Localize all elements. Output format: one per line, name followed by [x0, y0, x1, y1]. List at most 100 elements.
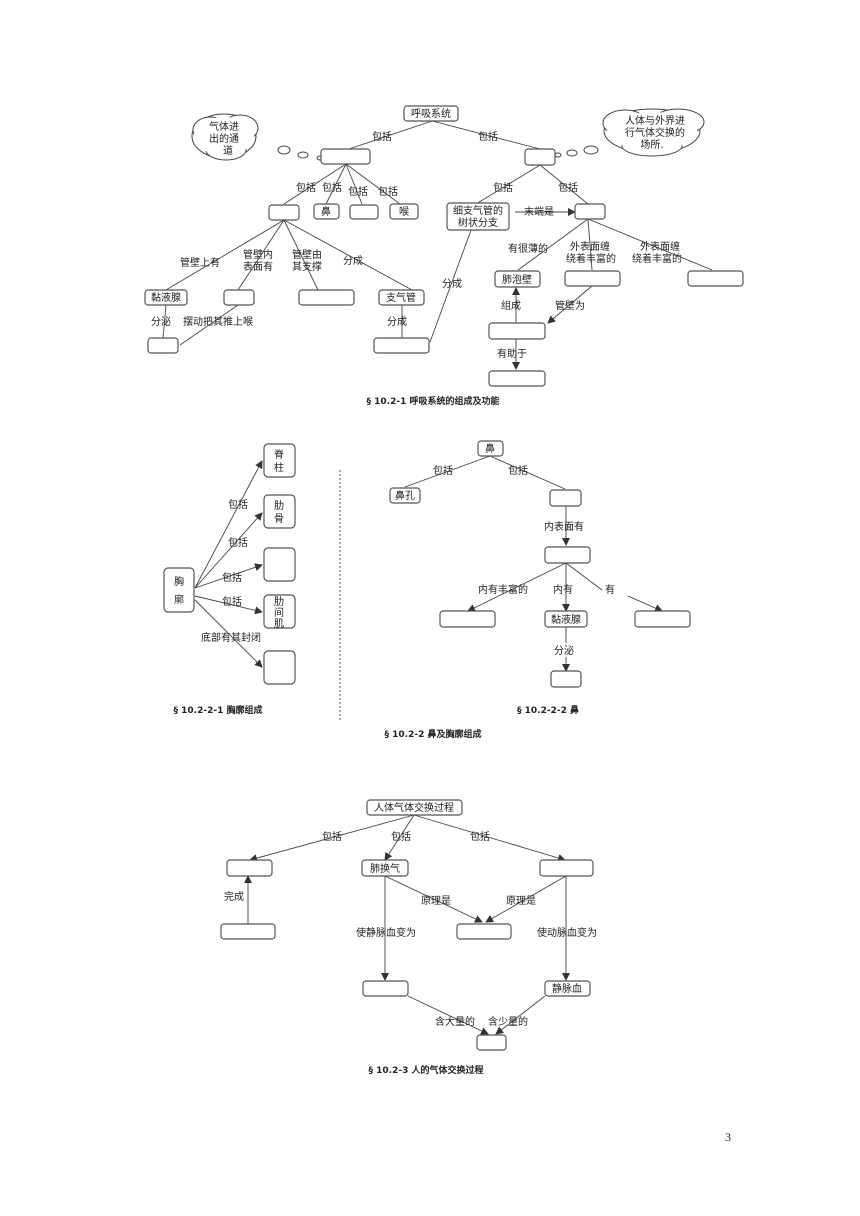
- edge-line: [345, 120, 433, 151]
- blank-box-airway[interactable]: [320, 148, 371, 165]
- figure-caption: § 10.2-1 呼吸系统的组成及功能: [367, 395, 500, 407]
- arrow-principle: [384, 875, 483, 923]
- blank-box-nasal-cavity[interactable]: [549, 489, 582, 507]
- blank-box-mucosa[interactable]: [544, 546, 591, 564]
- cloud-right: 人体与外界进 行气体交换的 场所.: [554, 108, 705, 158]
- edge-label-include: 包括: [222, 595, 242, 608]
- edge-label-surround-1: 外表面缠: [640, 240, 680, 253]
- blank-box-tissue-exchange[interactable]: [539, 859, 594, 877]
- edge-label-inner-2: 表面有: [243, 260, 273, 273]
- edge-label-surround-1: 外表面缠: [570, 240, 610, 253]
- edge-label-much: 含大量的: [435, 1015, 475, 1028]
- node-lung-exchange: 肺换气: [361, 859, 409, 877]
- blank-box-pharynx[interactable]: [349, 204, 379, 220]
- node-bronchus: 支气管: [378, 289, 425, 306]
- blank-box-arterial-blood[interactable]: [362, 980, 409, 997]
- node-label-line-1: 胸: [174, 575, 184, 588]
- edge-line: [345, 163, 363, 205]
- node-label-line-2: 树状分支: [458, 216, 498, 229]
- node-nostril: 鼻孔: [389, 487, 421, 504]
- blank-box-respiratory-movement[interactable]: [220, 923, 276, 940]
- edge-label-include: 包括: [372, 130, 392, 143]
- edge-label-has: 有: [605, 583, 615, 596]
- edge-line: [283, 219, 413, 291]
- arrow-include: [413, 814, 566, 862]
- edge-line: [237, 219, 285, 291]
- blank-box-mucus[interactable]: [550, 670, 582, 688]
- node-label: 呼吸系统: [411, 107, 451, 120]
- blank-box-lung-ventilation[interactable]: [226, 859, 273, 877]
- edge-label-secrete: 分泌: [151, 315, 171, 328]
- blank-box-capillaries[interactable]: [439, 610, 496, 628]
- arrow-include: [384, 814, 415, 861]
- edge-line: [587, 218, 713, 271]
- figure-caption: § 10.2-2 鼻及胸廓组成: [385, 728, 482, 740]
- arrow-principle: [485, 875, 567, 923]
- edge-line: [162, 304, 167, 339]
- edge-label-include: 包括: [558, 181, 578, 194]
- blank-box-trachea[interactable]: [268, 204, 300, 221]
- arrow-rich: [467, 562, 567, 612]
- edge-label-principle: 原理是: [506, 895, 536, 907]
- blank-box-nose-hair[interactable]: [634, 610, 691, 628]
- edge-line: [517, 218, 589, 271]
- node-label: 鼻: [321, 205, 331, 218]
- figure-nose: 鼻 鼻孔 黏液腺 包括 包括 内表面有 内有丰富的 内有 有 分泌 § 10.2…: [389, 440, 691, 716]
- blank-box-thin-layer[interactable]: [488, 322, 546, 340]
- edge-label-swing: 摆动把其推上喉: [183, 315, 253, 328]
- blank-box-alveoli[interactable]: [574, 203, 606, 220]
- node-thorax: 胸 廓: [163, 567, 195, 613]
- edge-label-arterial-to: 使动脉血变为: [537, 926, 597, 939]
- edge-label-branch: 分成: [343, 255, 363, 267]
- blank-box-mucus[interactable]: [147, 337, 179, 354]
- blank-box-gas-diffusion[interactable]: [456, 923, 512, 940]
- edge-label-compose: 组成: [501, 299, 521, 312]
- edge-label-branch: 分成: [387, 316, 407, 328]
- edge-label-thin: 有很薄的: [508, 242, 548, 255]
- figure-caption: § 10.2-2-1 胸廓组成: [174, 704, 263, 716]
- cloud-left-line-3: 道: [223, 144, 233, 157]
- edge-line: [431, 120, 541, 150]
- edge-label-wall-has: 管壁上有: [180, 256, 220, 269]
- node-label: 肺泡壁: [502, 273, 532, 286]
- figure-caption: § 10.2-3 人的气体交换过程: [369, 1064, 484, 1076]
- blank-box-lung[interactable]: [524, 148, 556, 166]
- node-spine: 脊 柱: [263, 443, 296, 478]
- node-label: 肺换气: [370, 862, 400, 875]
- edge-label-helps: 有助于: [497, 347, 527, 360]
- arrow-include: [194, 460, 263, 589]
- edge-label-include: 包括: [470, 830, 490, 843]
- blank-box-elastic-fiber[interactable]: [687, 270, 744, 287]
- blank-box-gas-exchange[interactable]: [488, 370, 546, 387]
- edge-label-surround-2: 绕着丰富的: [566, 252, 616, 265]
- edge-label-branch: 分成: [442, 278, 462, 290]
- blank-box-bronchiole[interactable]: [373, 337, 430, 354]
- edge-label-include: 包括: [322, 181, 342, 194]
- blank-box-cartilage[interactable]: [298, 289, 355, 306]
- blank-box-capillary[interactable]: [564, 270, 621, 287]
- blank-box-diaphragm[interactable]: [263, 650, 296, 685]
- edge-label-include: 包括: [322, 830, 342, 843]
- edge-label-include: 包括: [228, 536, 248, 549]
- cloud-right-line-3: 场所.: [640, 138, 663, 151]
- arrow-include: [194, 595, 263, 615]
- edge-line: [587, 218, 593, 271]
- blank-box-oxygen[interactable]: [476, 1034, 507, 1051]
- node-rib: 肋 骨: [263, 494, 296, 529]
- node-label: 鼻孔: [395, 489, 415, 502]
- edge-label-inner-1: 管壁内: [243, 248, 273, 261]
- edge-label-include: 包括: [378, 185, 398, 198]
- edge-line: [325, 163, 347, 205]
- edge-line: [179, 304, 239, 346]
- edge-line: [283, 163, 347, 205]
- blank-box-sternum[interactable]: [263, 547, 296, 582]
- node-label-line-1: 脊: [274, 448, 284, 461]
- blank-box-cilia[interactable]: [223, 289, 255, 306]
- edge-label-include: 包括: [391, 830, 411, 843]
- node-label-line-2: 廓: [174, 593, 184, 606]
- node-label-line-1: 肋: [274, 499, 284, 512]
- cloud-left-line-1: 气体进: [209, 120, 239, 133]
- edge-label-wall-as: 管壁为: [555, 299, 585, 312]
- edge-line: [165, 219, 285, 291]
- edge-label-include: 包括: [433, 464, 453, 477]
